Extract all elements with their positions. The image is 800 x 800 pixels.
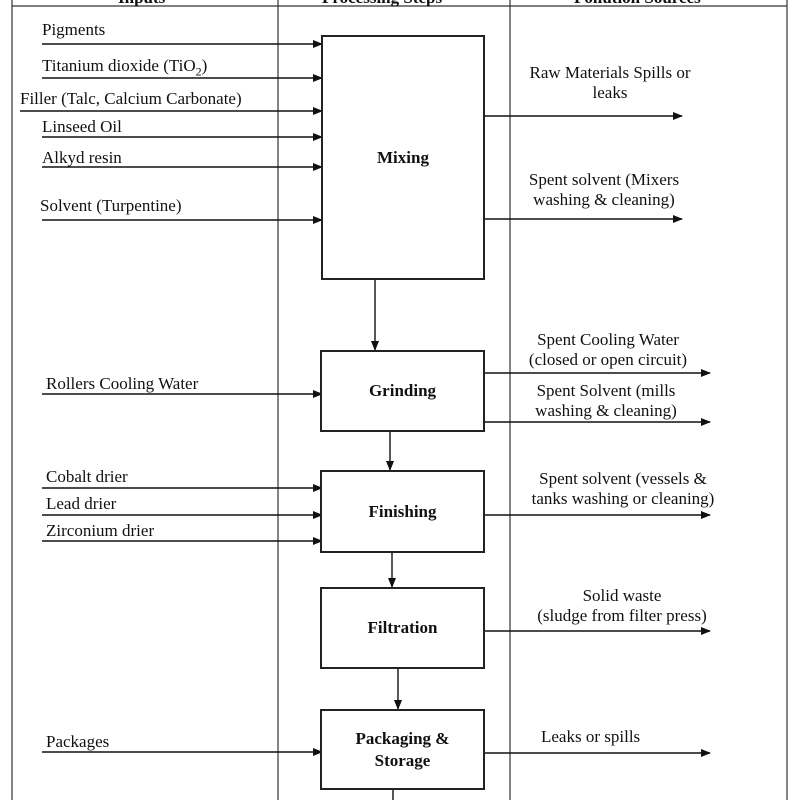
output-vessels-line1: Spent solvent (vessels & — [539, 469, 707, 488]
output-cooling-line2: (closed or open circuit) — [528, 350, 688, 369]
step-grinding-label: Grinding — [368, 381, 437, 400]
step-mixing-label: Mixing — [377, 147, 429, 167]
input-packages: Packages — [46, 732, 110, 751]
output-leaks-or-spills: Leaks or spills — [541, 727, 641, 746]
output-spent-cooling-water: Spent Cooling Water (closed or open circ… — [498, 330, 718, 370]
input-tio2-close: ) — [201, 56, 208, 75]
step-finishing-label: Finishing — [368, 501, 437, 521]
input-solvent: Solvent (Turpentine) — [40, 196, 182, 215]
output-spent-solvent-mixers: Spent solvent (Mixers washing & cleaning… — [494, 170, 714, 210]
output-solid-line1: Solid waste — [582, 586, 662, 605]
output-spent-solvent-mills: Spent Solvent (mills washing & cleaning) — [496, 381, 716, 421]
input-alkyd-resin: Alkyd resin — [42, 148, 122, 167]
input-zirconium-drier: Zirconium drier — [46, 521, 155, 540]
input-pigments: Pigments — [42, 20, 106, 39]
output-spent-mix-line2: washing & cleaning) — [533, 190, 675, 209]
input-tio2-subscript: 2 — [195, 64, 202, 79]
input-titanium-dioxide: Titanium dioxide (TiO2) — [42, 56, 207, 81]
step-packaging-line2: Storage — [374, 750, 431, 770]
output-raw-line2: leaks — [592, 83, 628, 102]
output-spent-mix-line1: Spent solvent (Mixers — [528, 170, 680, 189]
output-raw-line1: Raw Materials Spills or — [529, 63, 691, 82]
output-spent-solvent-vessels: Spent solvent (vessels & tanks washing o… — [503, 469, 743, 509]
step-finishing: Finishing — [320, 470, 485, 553]
header-processing-steps: Processing Steps — [322, 0, 442, 8]
step-packaging-storage: Packaging & Storage — [320, 709, 485, 790]
input-tio2-text: Titanium dioxide (TiO — [42, 56, 196, 75]
step-grinding: Grinding — [320, 350, 485, 432]
output-mills-line1: Spent Solvent (mills — [536, 381, 676, 400]
header-pollution-sources: Pollution Sources — [574, 0, 701, 8]
output-mills-line2: washing & cleaning) — [535, 401, 677, 420]
output-raw-materials-spills: Raw Materials Spills or leaks — [500, 63, 720, 103]
step-filtration: Filtration — [320, 587, 485, 669]
output-vessels-line2: tanks washing or cleaning) — [531, 489, 715, 508]
input-cobalt-drier: Cobalt drier — [46, 467, 128, 486]
output-cooling-line1: Spent Cooling Water — [537, 330, 679, 349]
input-filler: Filler (Talc, Calcium Carbonate) — [20, 89, 242, 108]
table-grid — [11, 0, 788, 800]
input-lead-drier: Lead drier — [46, 494, 117, 513]
step-mixing: Mixing — [321, 35, 485, 280]
input-linseed-oil: Linseed Oil — [42, 117, 122, 136]
header-inputs: Inputs — [118, 0, 165, 8]
input-rollers-cooling-water: Rollers Cooling Water — [46, 374, 199, 393]
step-filtration-label: Filtration — [367, 618, 438, 637]
step-packaging-line1: Packaging & — [355, 728, 450, 748]
step-packaging-label: Packaging & Storage — [356, 728, 450, 772]
output-solid-line2: (sludge from filter press) — [537, 606, 707, 625]
output-solid-waste: Solid waste (sludge from filter press) — [512, 586, 732, 626]
